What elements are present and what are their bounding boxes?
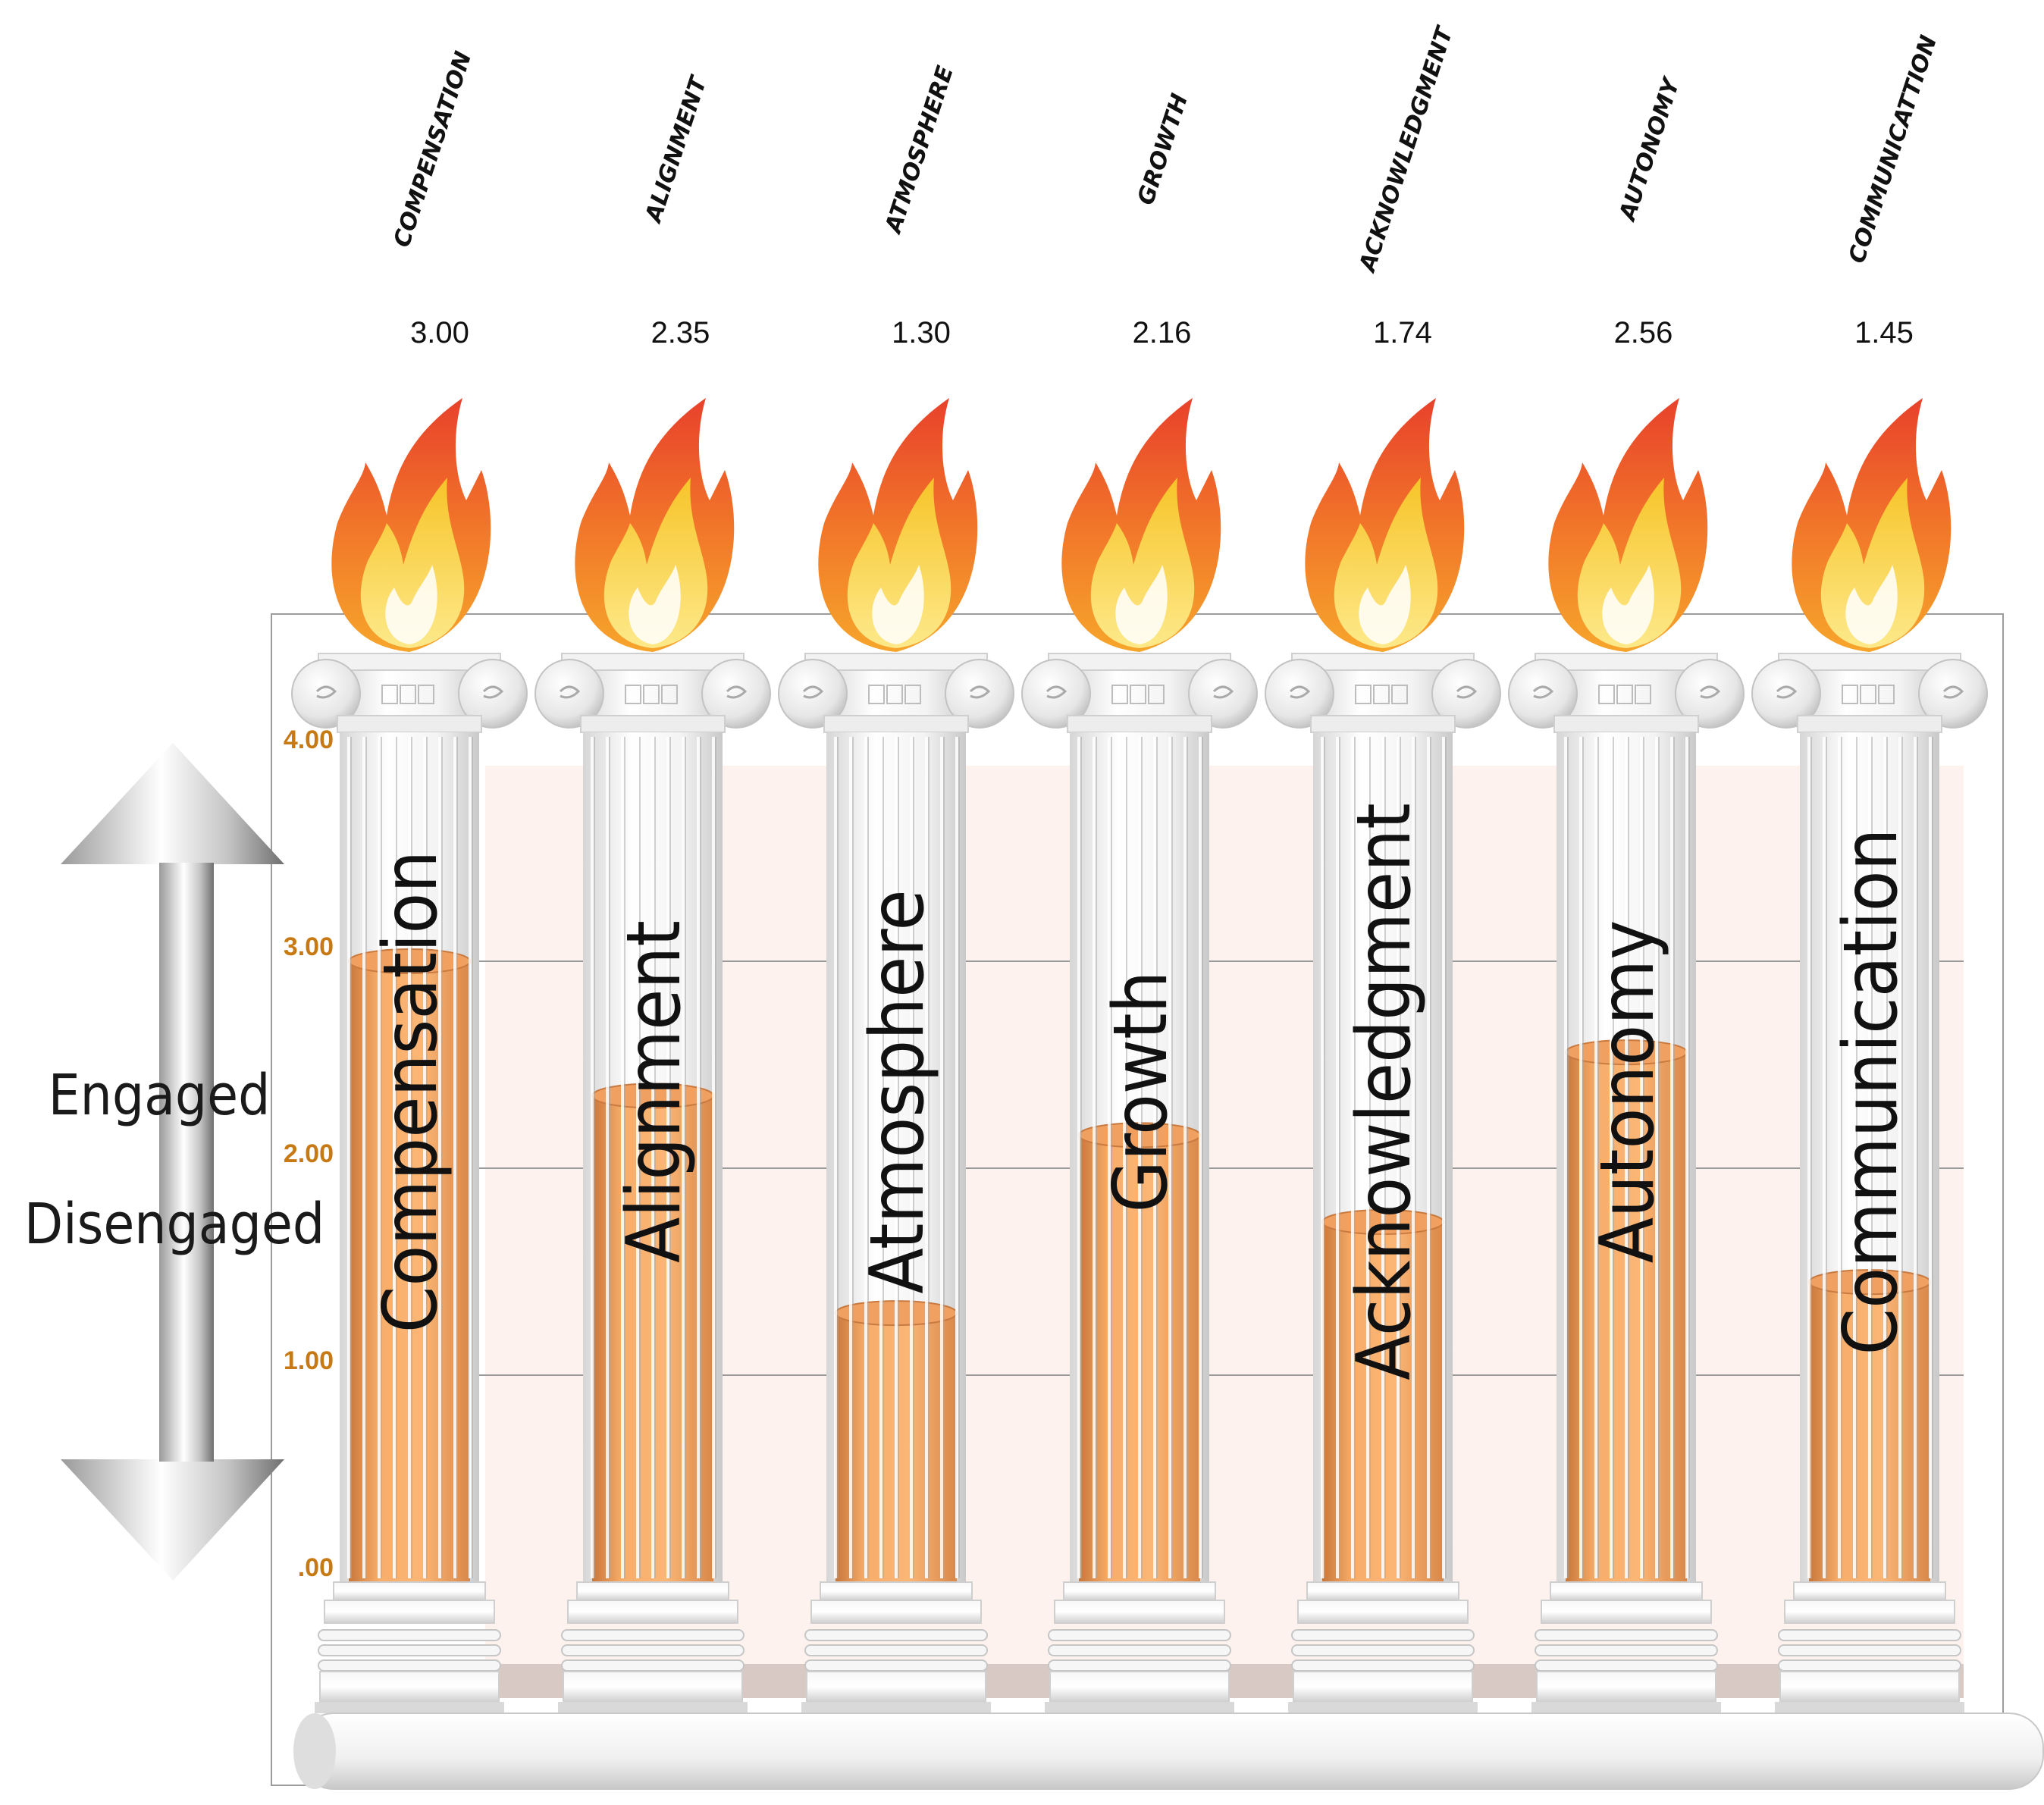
y-tick-label: 3.00	[284, 932, 334, 961]
pillar: Growth	[1021, 398, 1258, 1713]
plot-background	[485, 766, 1964, 1672]
flame-icon	[1061, 398, 1221, 652]
header-label: AUTONOMY	[1614, 73, 1686, 225]
flame-icon	[1548, 398, 1708, 652]
pillar-base	[1775, 1581, 1964, 1713]
pillar-flutes	[1807, 737, 1933, 1578]
pillar-base	[1531, 1581, 1721, 1713]
header-label: GROWTH	[1133, 90, 1193, 208]
pillar-label: Autonomy	[1585, 920, 1671, 1264]
disengaged-label: Disengaged	[24, 1192, 324, 1257]
pillar-flutes	[1564, 737, 1690, 1578]
flame-icon	[331, 398, 491, 652]
pillar-capital	[535, 653, 771, 733]
pillar-label: Acknowledgment	[1341, 803, 1428, 1380]
value-label: 1.30	[892, 316, 951, 349]
header-labels: COMPENSATION ALIGNMENT ATMOSPHERE GROWTH ACK…	[389, 22, 1942, 276]
pillar-label: Atmosphere	[854, 889, 941, 1293]
pillar-capital	[778, 653, 1014, 733]
pillar-flutes	[1321, 737, 1447, 1578]
pillars: Compensation Alignment Atmosphere Growth Ack…	[291, 398, 1988, 1713]
pillar-capital	[1751, 653, 1988, 733]
pillar-flutes	[834, 737, 960, 1578]
pillar-base	[1045, 1581, 1234, 1713]
pillar-capital	[1021, 653, 1258, 733]
value-labels: 3.00 2.35 1.30 2.16 1.74 2.56 1.45	[410, 316, 1914, 349]
header-label: ATMOSPHERE	[879, 62, 959, 237]
y-tick-label: 4.00	[284, 725, 334, 754]
pillar-label: Communication	[1828, 829, 1914, 1355]
engagement-double-arrow: Engaged Disengaged	[24, 743, 324, 1581]
pillar-base	[558, 1581, 748, 1713]
header-label: COMPENSATION	[389, 49, 477, 251]
y-tick-label: .00	[298, 1553, 334, 1582]
header-label: COMMUNICATTION	[1844, 33, 1942, 267]
flame-icon	[1792, 398, 1952, 652]
pillar-base	[315, 1581, 504, 1713]
pillar: Compensation	[291, 398, 528, 1713]
pillar-flutes	[591, 737, 716, 1578]
pillar: Alignment	[535, 398, 771, 1713]
header-label: ACKNOWLEDGMENT	[1354, 22, 1459, 276]
pillar-base	[1288, 1581, 1478, 1713]
pillar: Atmosphere	[778, 398, 1014, 1713]
pillar-label: Growth	[1098, 971, 1184, 1213]
y-tick-label: 2.00	[284, 1139, 334, 1168]
value-label: 1.45	[1854, 316, 1914, 349]
value-label: 2.35	[651, 316, 710, 349]
pillar-flutes	[347, 737, 473, 1578]
value-label: 2.16	[1133, 316, 1192, 349]
header-label: ALIGNMENT	[640, 72, 713, 227]
flame-icon	[575, 398, 735, 652]
flame-icon	[818, 398, 978, 652]
pillar-flutes	[1077, 737, 1203, 1578]
pillar: Autonomy	[1508, 398, 1745, 1713]
pillar-capital	[1265, 653, 1501, 733]
pillar: Acknowledgment	[1265, 398, 1501, 1713]
flame-icon	[1305, 398, 1465, 652]
pillar-base	[801, 1581, 991, 1713]
pillar-floor	[293, 1713, 2044, 1790]
pillar: Communication	[1751, 398, 1988, 1713]
pillar-capital	[291, 653, 528, 733]
y-tick-label: 1.00	[284, 1346, 334, 1375]
pillar-capital	[1508, 653, 1745, 733]
y-axis-ticks: .00 1.00 2.00 3.00 4.00	[284, 725, 334, 1582]
value-label: 1.74	[1373, 316, 1432, 349]
engaged-label: Engaged	[49, 1063, 271, 1128]
value-label: 2.56	[1614, 316, 1673, 349]
pillar-label: Alignment	[611, 920, 698, 1263]
pillar-label: Compensation	[368, 851, 454, 1333]
value-label: 3.00	[410, 316, 469, 349]
